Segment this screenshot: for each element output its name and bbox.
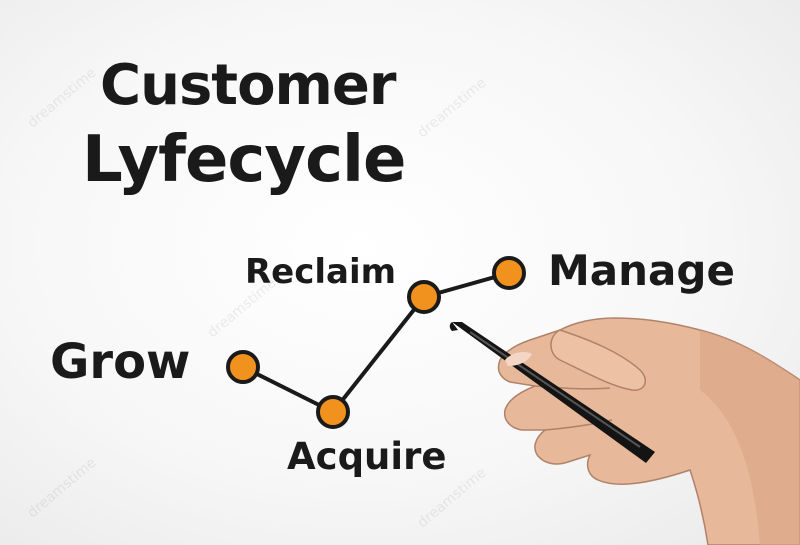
diagram-title-line1: Customer (100, 53, 396, 118)
stage-label-reclaim: Reclaim (245, 252, 397, 292)
node-reclaim (407, 280, 441, 314)
stage-label-acquire: Acquire (287, 435, 447, 478)
diagram-title-line2: Lyfecycle (82, 123, 406, 197)
lifecycle-path (241, 271, 511, 414)
hand-illustration (449, 317, 800, 545)
stage-label-manage: Manage (548, 246, 735, 295)
stage-label-grow: Grow (50, 334, 191, 390)
node-grow (226, 350, 260, 384)
node-acquire (316, 395, 350, 429)
node-manage (492, 256, 526, 290)
